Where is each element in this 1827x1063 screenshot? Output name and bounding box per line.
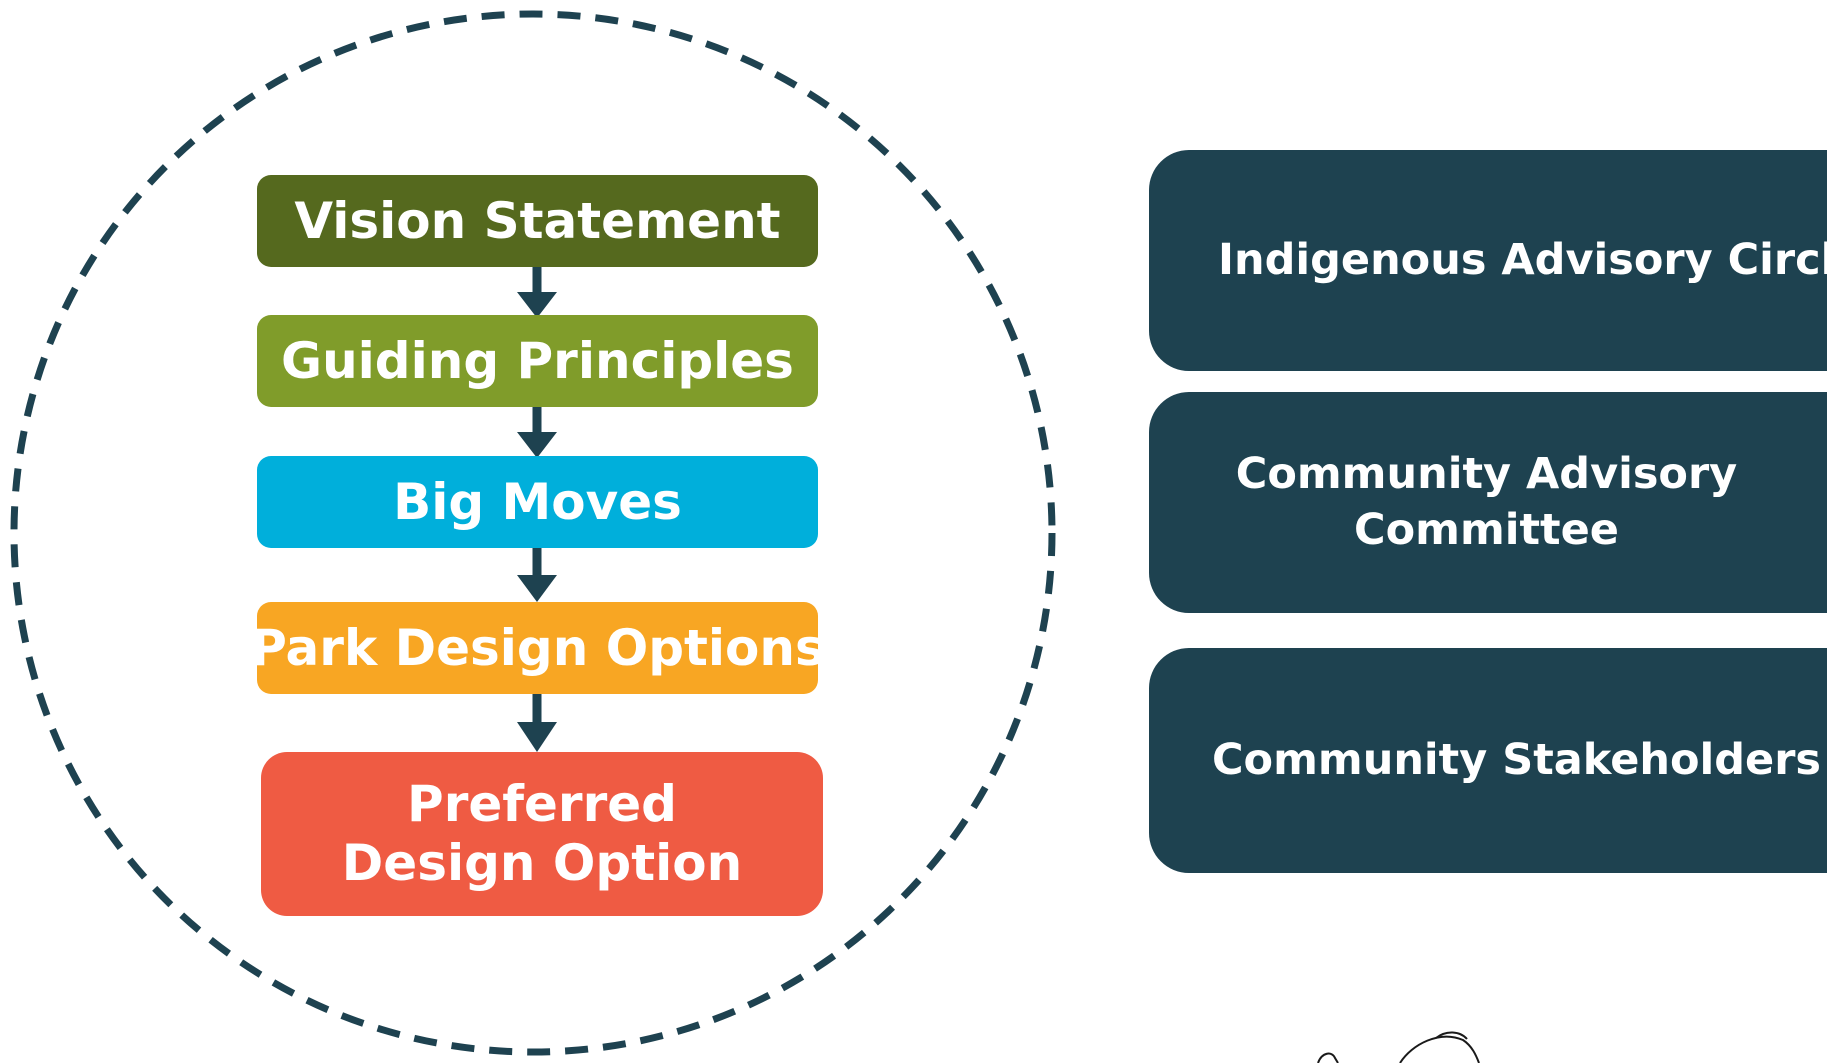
advisory-label: Community Stakeholders	[1212, 734, 1822, 785]
flow-arrow-3	[517, 545, 557, 602]
advisory-community-stakeholders: Community Stakeholders	[1149, 648, 1827, 873]
step-park-design-options: Park Design Options	[250, 602, 825, 694]
flow-arrow-4	[517, 691, 557, 752]
flow-arrow-2	[517, 403, 557, 458]
step-label: Park Design Options	[250, 619, 825, 677]
dashed-circle	[10, 10, 1056, 1056]
flow-arrow-1	[517, 262, 557, 318]
step-label: Preferred Design Option	[341, 775, 743, 892]
advisory-indigenous-advisory-circle: Indigenous Advisory Circle	[1149, 150, 1827, 371]
advisory-community-advisory-committee: Community Advisory Committee	[1149, 392, 1827, 613]
advisory-label: Indigenous Advisory Circle	[1218, 234, 1827, 285]
advisory-label: Community Advisory Committee	[1235, 448, 1738, 555]
step-label: Vision Statement	[294, 192, 781, 250]
step-label: Big Moves	[393, 473, 682, 531]
step-preferred-design-option: Preferred Design Option	[261, 752, 823, 916]
step-vision-statement: Vision Statement	[257, 175, 818, 267]
step-guiding-principles: Guiding Principles	[257, 315, 818, 407]
step-big-moves: Big Moves	[257, 456, 818, 548]
step-label: Guiding Principles	[281, 332, 794, 390]
decorative-sketch	[1317, 1031, 1480, 1063]
